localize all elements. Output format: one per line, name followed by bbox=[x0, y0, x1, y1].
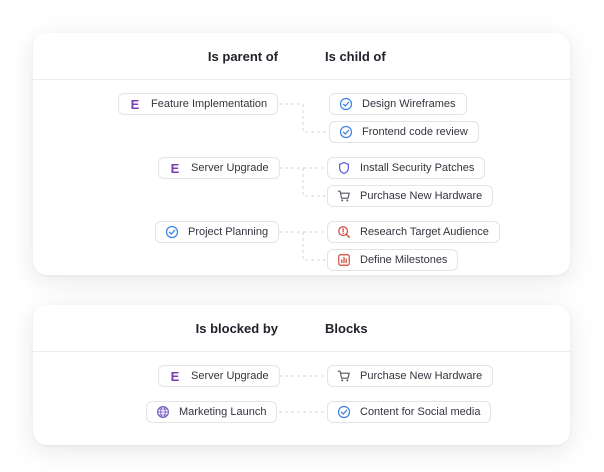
magnifier-alert-icon bbox=[336, 224, 352, 240]
check-circle-icon bbox=[164, 224, 180, 240]
blocks-header: Blocks bbox=[325, 321, 368, 336]
blocked-by-label: Server Upgrade bbox=[191, 370, 269, 382]
child-label: Define Milestones bbox=[360, 254, 448, 266]
child-frontend-code-review[interactable]: Frontend code review bbox=[329, 121, 479, 143]
child-label: Frontend code review bbox=[362, 126, 468, 138]
blocks-content-for-social-media[interactable]: Content for Social media bbox=[327, 401, 492, 423]
child-label: Purchase New Hardware bbox=[360, 190, 483, 202]
epic-icon: E bbox=[130, 96, 140, 112]
parent-label: Feature Implementation bbox=[151, 98, 268, 110]
blocks-label: Purchase New Hardware bbox=[360, 370, 483, 382]
check-circle-icon bbox=[336, 404, 352, 420]
cart-icon bbox=[336, 188, 352, 204]
check-circle-icon bbox=[338, 124, 354, 140]
is-parent-of-header: Is parent of bbox=[207, 49, 278, 64]
shield-icon bbox=[336, 160, 352, 176]
blocks-purchase-new-hardware[interactable]: Purchase New Hardware bbox=[327, 365, 494, 387]
blocked-by-server-upgrade[interactable]: E Server Upgrade bbox=[158, 365, 280, 387]
is-child-of-header: Is child of bbox=[325, 49, 386, 64]
blocked-by-label: Marketing Launch bbox=[179, 406, 267, 418]
parent-feature-implementation[interactable]: E Feature Implementation bbox=[118, 93, 279, 115]
child-design-wireframes[interactable]: Design Wireframes bbox=[329, 93, 467, 115]
parent-label: Server Upgrade bbox=[191, 162, 269, 174]
bar-chart-icon bbox=[336, 252, 352, 268]
child-purchase-new-hardware[interactable]: Purchase New Hardware bbox=[327, 185, 494, 207]
parent-project-planning[interactable]: Project Planning bbox=[155, 221, 280, 243]
child-define-milestones[interactable]: Define Milestones bbox=[327, 249, 459, 271]
parent-label: Project Planning bbox=[188, 226, 269, 238]
cart-icon bbox=[336, 368, 352, 384]
blocks-label: Content for Social media bbox=[360, 406, 481, 418]
blocked-by-marketing-launch[interactable]: Marketing Launch bbox=[146, 401, 278, 423]
parent-server-upgrade[interactable]: E Server Upgrade bbox=[158, 157, 280, 179]
child-label: Install Security Patches bbox=[360, 162, 475, 174]
hierarchy-header: Is parent of Is child of bbox=[33, 33, 570, 80]
hierarchy-card: Is parent of Is child of E Feature Imple… bbox=[33, 33, 570, 275]
blocking-card: Is blocked by Blocks E Server Upgrade Pu… bbox=[33, 305, 570, 445]
check-circle-icon bbox=[338, 96, 354, 112]
epic-icon: E bbox=[170, 368, 180, 384]
is-blocked-by-header: Is blocked by bbox=[195, 321, 278, 336]
child-label: Research Target Audience bbox=[360, 226, 489, 238]
child-label: Design Wireframes bbox=[362, 98, 456, 110]
blocking-header: Is blocked by Blocks bbox=[33, 305, 570, 352]
epic-icon: E bbox=[170, 160, 180, 176]
child-research-target-audience[interactable]: Research Target Audience bbox=[327, 221, 500, 243]
child-install-security-patches[interactable]: Install Security Patches bbox=[327, 157, 486, 179]
globe-icon bbox=[155, 404, 171, 420]
